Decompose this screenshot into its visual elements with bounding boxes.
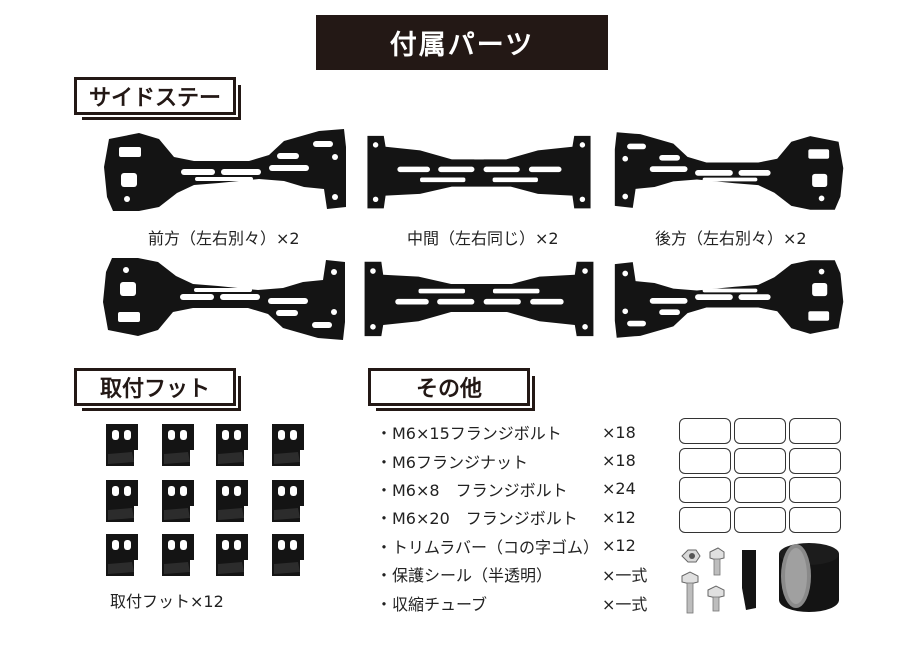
section-label-side-stay: サイドステー [74, 77, 241, 120]
seal-piece [789, 506, 841, 533]
flange-nut-icon [681, 549, 701, 563]
side-stay-front-left-image [104, 129, 346, 211]
item-name: ・保護シール（半透明） [376, 566, 553, 586]
seal-piece [734, 447, 786, 474]
item-qty: ×12 [602, 507, 636, 527]
item-qty: ×一式 [602, 594, 648, 614]
mount-foot-image [272, 480, 304, 522]
mount-foot-image [106, 534, 138, 576]
others-parts-list: ・M6×15フランジボルト ×18 ・M6フランジナット ×18 ・M6×8 フ… [376, 418, 676, 617]
mount-foot-image [216, 480, 248, 522]
medium-bolt-icon [707, 585, 725, 612]
item-name: ・M6×8 フランジボルト [376, 480, 568, 500]
side-stay-rear-left-image [614, 132, 844, 210]
seal-piece [679, 477, 731, 503]
section-label-others: その他 [368, 368, 535, 411]
item-name: ・M6×15フランジボルト [376, 424, 562, 444]
caption-middle: 中間（左右同じ）×2 [407, 229, 559, 248]
mount-foot-image [272, 534, 304, 576]
trim-rubber-image [742, 550, 756, 610]
list-item: ・トリムラバー（コの字ゴム） ×12 [376, 532, 676, 560]
caption-rear: 後方（左右別々）×2 [655, 229, 807, 248]
seal-piece [734, 506, 786, 533]
bolt-nut-hardware-image [681, 547, 725, 614]
item-name: ・トリムラバー（コの字ゴム） [376, 537, 600, 557]
side-stay-middle-image-1 [367, 135, 591, 209]
item-qty: ×18 [602, 422, 636, 442]
page-title: 付属パーツ [316, 15, 608, 70]
mount-foot-image [272, 424, 304, 466]
seal-piece [789, 477, 841, 503]
item-qty: ×一式 [602, 566, 648, 586]
seal-piece [679, 447, 731, 474]
side-stay-front-right-image [103, 258, 345, 340]
seal-piece [789, 447, 841, 474]
mount-foot-image [162, 480, 194, 522]
seal-piece [679, 418, 731, 444]
item-name: ・収縮チューブ [376, 594, 488, 614]
mount-foot-image [162, 534, 194, 576]
item-qty: ×12 [602, 536, 636, 556]
seal-piece [734, 477, 786, 503]
caption-mount-foot: 取付フット×12 [110, 592, 224, 611]
short-bolt-icon [709, 547, 725, 576]
caption-front: 前方（左右別々）×2 [148, 229, 300, 248]
section-label-mount-foot: 取付フット [74, 368, 241, 411]
mount-foot-image [162, 424, 194, 466]
list-item: ・M6×15フランジボルト ×18 [376, 418, 676, 446]
mount-foot-image [106, 424, 138, 466]
seal-piece [734, 418, 786, 444]
list-item: ・M6フランジナット ×18 [376, 446, 676, 474]
list-item: ・M6×8 フランジボルト ×24 [376, 475, 676, 503]
mount-foot-image [216, 534, 248, 576]
item-qty: ×24 [602, 479, 636, 499]
long-bolt-icon [681, 571, 699, 614]
seal-piece [789, 418, 841, 444]
seal-piece [679, 506, 731, 533]
item-name: ・M6×20 フランジボルト [376, 509, 578, 529]
mount-foot-image [106, 480, 138, 522]
item-name: ・M6フランジナット [376, 452, 528, 472]
list-item: ・保護シール（半透明） ×一式 [376, 560, 676, 588]
mount-foot-image [216, 424, 248, 466]
shrink-tube-image [779, 543, 839, 612]
list-item: ・収縮チューブ ×一式 [376, 588, 676, 616]
side-stay-rear-right-image [614, 260, 844, 338]
item-qty: ×18 [602, 451, 636, 471]
list-item: ・M6×20 フランジボルト ×12 [376, 503, 676, 531]
side-stay-middle-image-2 [364, 261, 594, 337]
